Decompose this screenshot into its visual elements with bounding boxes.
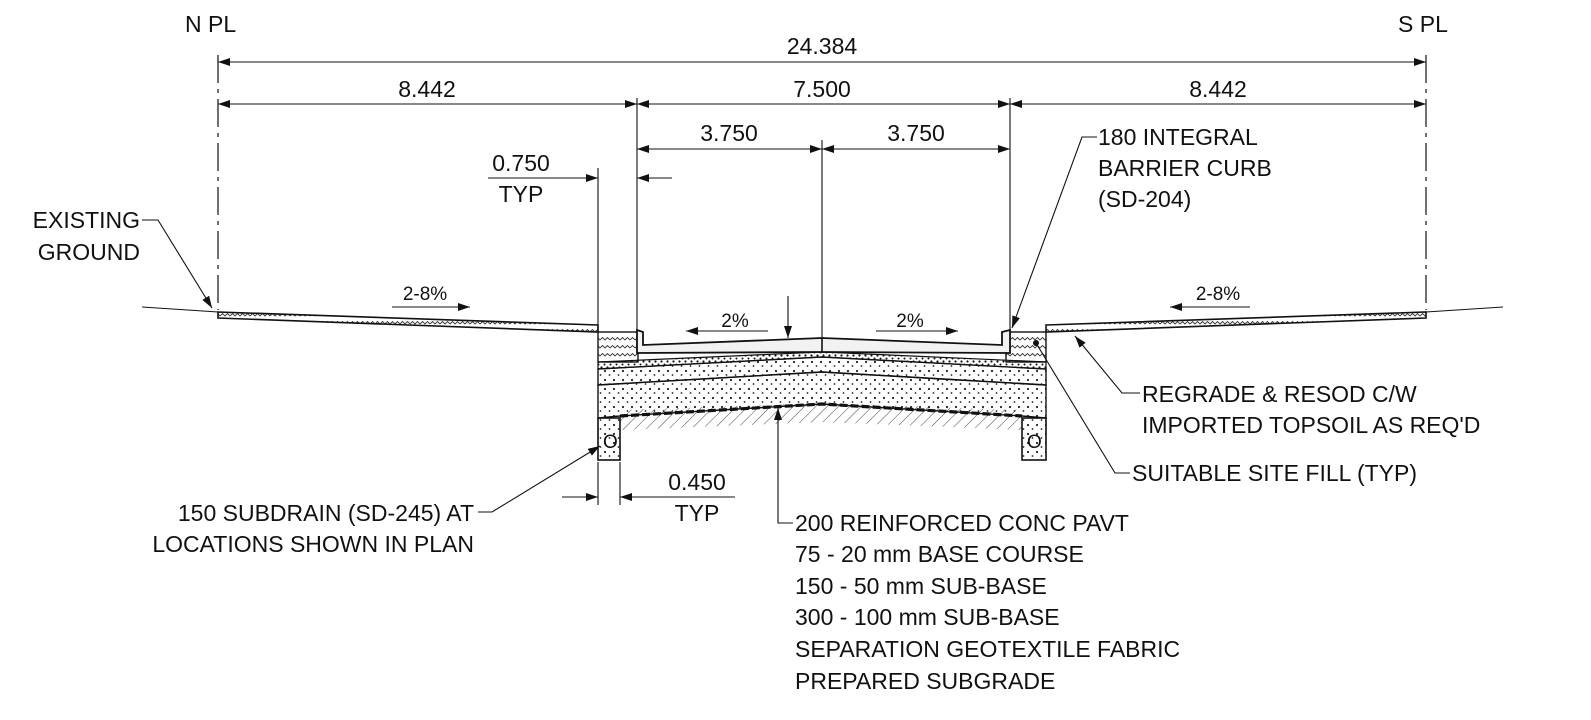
subdrain-label-2: LOCATIONS SHOWN IN PLAN (152, 531, 474, 557)
left-boulevard-dimension-label: 8.442 (398, 76, 456, 102)
regrade-leader (1074, 335, 1140, 394)
curb-label-3: (SD-204) (1098, 186, 1191, 212)
left-boulevard-topsoil (217, 311, 599, 333)
regrade-label-2: IMPORTED TOPSOIL AS REQ'D (1142, 412, 1480, 438)
pavement-structure-line-5: SEPARATION GEOTEXTILE FABRIC (795, 636, 1180, 662)
left-subdrain-symbol: O (603, 432, 618, 453)
right-boulevard-slope-label: 2-8% (1196, 284, 1240, 305)
pavement-structure-line-1: 200 REINFORCED CONC PAVT (795, 510, 1129, 536)
curb-label-1: 180 INTEGRAL (1098, 124, 1258, 150)
pavement-structure-line-4: 300 - 100 mm SUB-BASE (795, 604, 1060, 630)
right-lane-slope-label: 2% (896, 311, 924, 332)
existing-ground-label-2: GROUND (38, 239, 140, 265)
right-boulevard-dimension-label: 8.442 (1189, 76, 1247, 102)
pavement-structure-leader (774, 408, 793, 524)
left-subdrain-trench (597, 417, 621, 461)
right-curb-fill (1005, 331, 1047, 363)
subdrain-offset-note: TYP (675, 500, 720, 526)
subdrain-label-1: 150 SUBDRAIN (SD-245) AT (178, 500, 474, 526)
concrete-pavement (636, 328, 1011, 354)
site-fill-dot (1033, 340, 1039, 346)
curb-offset-note: TYP (499, 181, 544, 207)
existing-ground-left (141, 306, 219, 313)
pavement-structure-line-2: 75 - 20 mm BASE COURSE (795, 541, 1084, 567)
subdrain-leader (478, 445, 601, 513)
curb-label-2: BARRIER CURB (1098, 155, 1272, 181)
pavement-structure-line-6: PREPARED SUBGRADE (795, 668, 1055, 694)
overall-dimension-label: 24.384 (787, 33, 858, 59)
left-lane-dimension-label: 3.750 (700, 120, 758, 146)
right-boulevard-topsoil (1045, 311, 1427, 333)
curb-leader (1011, 136, 1097, 329)
left-boulevard-slope-label: 2-8% (403, 284, 447, 305)
right-subdrain-trench (1021, 417, 1047, 461)
roadway-dimension-label: 7.500 (793, 76, 851, 102)
right-lane-dimension-label: 3.750 (887, 120, 945, 146)
regrade-label-1: REGRADE & RESOD C/W (1142, 381, 1417, 407)
south-property-line-label: S PL (1398, 11, 1448, 37)
existing-ground-label-1: EXISTING (33, 207, 140, 233)
north-property-line-label: N PL (185, 11, 236, 37)
existing-ground-leader (142, 219, 213, 309)
separation-geotextile (619, 402, 1023, 418)
site-fill-leader (1035, 342, 1130, 474)
pavement-structure-line-3: 150 - 50 mm SUB-BASE (795, 573, 1047, 599)
existing-ground-right (1425, 306, 1504, 313)
left-lane-slope-label: 2% (721, 311, 749, 332)
left-curb-fill (597, 331, 639, 363)
curb-offset-label: 0.750 (492, 150, 550, 176)
site-fill-label: SUITABLE SITE FILL (TYP) (1132, 460, 1417, 486)
subdrain-offset-label: 0.450 (668, 469, 726, 495)
right-subdrain-symbol: O (1027, 432, 1042, 453)
